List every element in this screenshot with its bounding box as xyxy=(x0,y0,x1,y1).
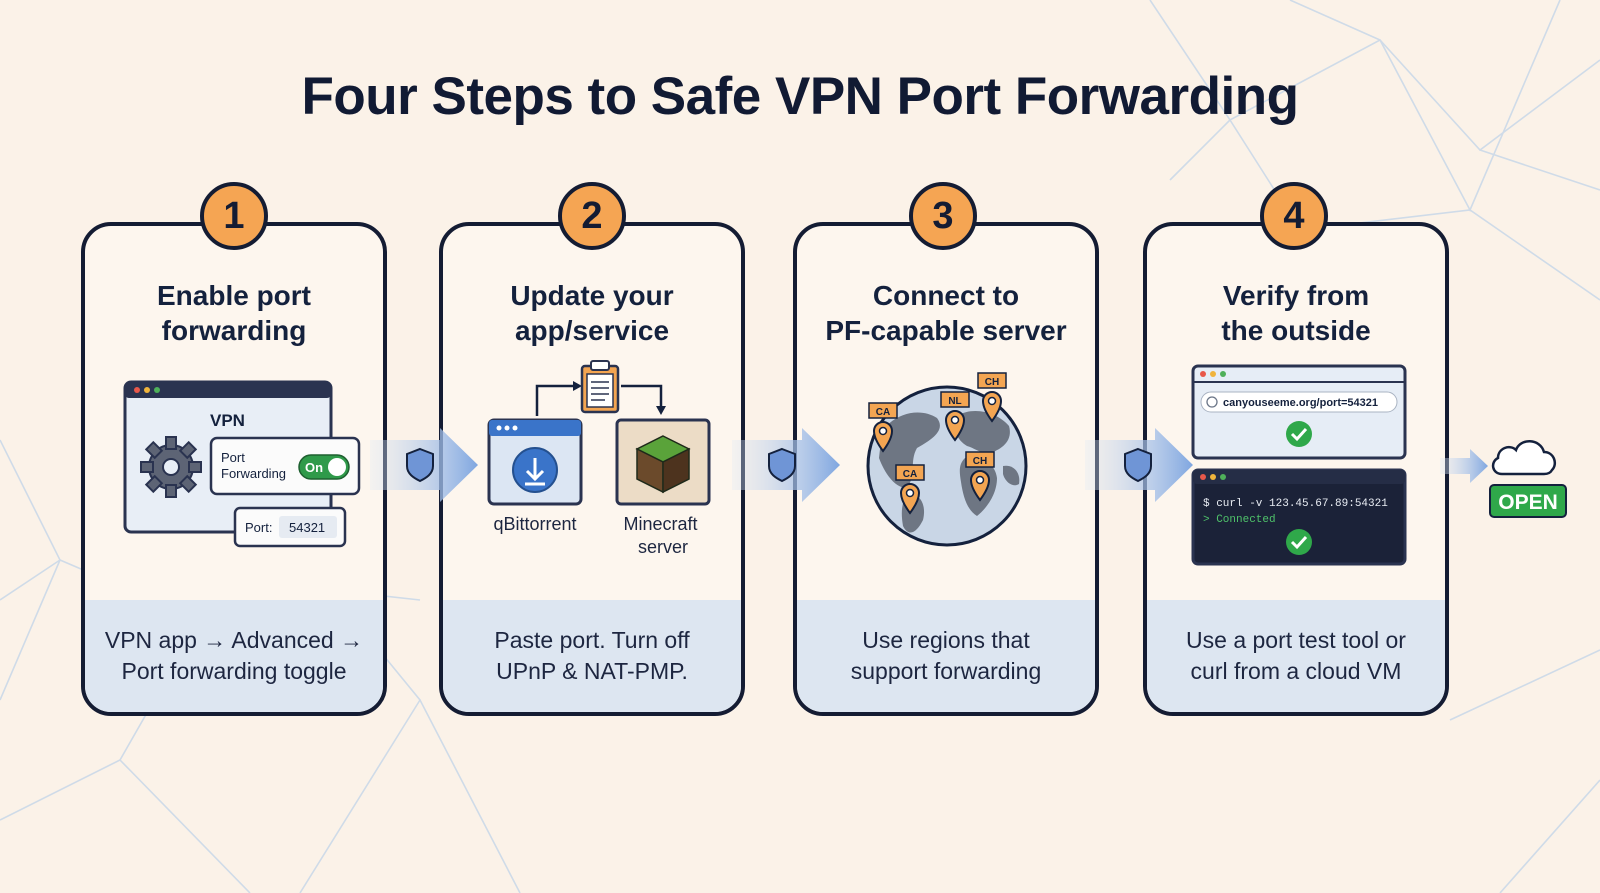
terminal-command: $ curl -v 123.45.67.89:54321 xyxy=(1203,498,1388,510)
map-pin-icon: CH xyxy=(965,451,995,502)
step-4-heading: Verify from the outside xyxy=(1221,280,1371,346)
window-dot-red xyxy=(134,387,140,393)
open-status-badge: OPEN xyxy=(1489,484,1567,518)
cloud-icon xyxy=(1491,440,1556,476)
step-badge-4: 4 xyxy=(1260,182,1328,250)
vpn-window-title: VPN xyxy=(210,411,245,430)
step-card-2: Update your app/service xyxy=(439,222,745,716)
map-pin-icon: CA xyxy=(895,464,925,515)
step-card-3: Connect to PF-capable server CA NL xyxy=(793,222,1099,716)
gear-icon xyxy=(140,436,202,498)
step-4-footer: Use a port test tool or curl from a clou… xyxy=(1147,600,1445,712)
globe-small-icon xyxy=(1206,396,1218,408)
window-dot-yellow xyxy=(144,387,150,393)
step-3-heading: Connect to PF-capable server xyxy=(825,280,1067,346)
page-title: Four Steps to Safe VPN Port Forwarding xyxy=(301,67,1299,126)
port-label: Port: xyxy=(245,520,272,535)
check-icon xyxy=(1286,529,1312,555)
terminal-output: > Connected xyxy=(1203,514,1276,526)
toggle-label: Port Forwarding xyxy=(221,450,286,481)
svg-text:OPEN: OPEN xyxy=(1498,491,1558,514)
arrow-connector-2 xyxy=(732,428,840,502)
step-1-heading: Enable port forwarding xyxy=(156,280,311,346)
terminal-window: $ curl -v 123.45.67.89:54321 > Connected xyxy=(1191,468,1407,566)
step-badge-2: 2 xyxy=(558,182,626,250)
step-badge-3: 3 xyxy=(909,182,977,250)
svg-text:NL: NL xyxy=(948,396,961,407)
port-forwarding-toggle[interactable]: On xyxy=(298,454,350,480)
app-update-illustration: qBittorrent Minecraft server xyxy=(487,360,711,557)
step-2-heading: Update your app/service xyxy=(510,280,674,346)
globe-illustration: CA NL CH CA CH xyxy=(866,372,1028,547)
svg-text:CH: CH xyxy=(973,456,987,467)
map-pin-icon: CH xyxy=(977,372,1007,423)
clipboard-icon xyxy=(580,360,620,414)
step-3-footer: Use regions that support forwarding xyxy=(797,600,1095,712)
map-pin-icon: NL xyxy=(940,391,970,442)
app-name-minecraft: Minecraft server xyxy=(623,514,702,557)
step-card-4: Verify from the outside canyouseeme.org/… xyxy=(1143,222,1449,716)
step-card-1: Enable port forwarding VPN P xyxy=(81,222,387,716)
shield-icon xyxy=(1124,447,1152,483)
browser-window: canyouseeme.org/port=54321 xyxy=(1191,364,1407,460)
map-pin-icon: CA xyxy=(868,402,898,453)
shield-icon xyxy=(768,447,796,483)
arrow-connector-3 xyxy=(1085,428,1193,502)
download-icon xyxy=(512,447,558,493)
qbittorrent-app-icon xyxy=(487,418,583,506)
check-icon xyxy=(1286,421,1312,447)
step-badge-1: 1 xyxy=(200,182,268,250)
svg-text:CA: CA xyxy=(903,469,917,480)
svg-text:CH: CH xyxy=(985,377,999,388)
minecraft-server-icon xyxy=(615,418,711,506)
arrow-connector-1 xyxy=(370,428,478,502)
step-2-footer: Paste port. Turn off UPnP & NAT-PMP. xyxy=(443,600,741,712)
verify-illustration: canyouseeme.org/port=54321 $ curl -v 123… xyxy=(1191,364,1407,566)
app-name-qbittorrent: qBittorrent xyxy=(493,514,576,534)
shield-icon xyxy=(406,447,434,483)
port-value: 54321 xyxy=(289,520,325,535)
step-1-footer: VPN app → Advanced → Port forwarding tog… xyxy=(85,600,383,712)
arrow-to-cloud xyxy=(1440,449,1488,483)
cube-icon xyxy=(635,435,691,494)
svg-text:On: On xyxy=(305,460,323,475)
url-text: canyouseeme.org/port=54321 xyxy=(1223,397,1378,409)
vpn-app-illustration: VPN Port Forwarding On xyxy=(123,380,361,548)
svg-text:CA: CA xyxy=(876,407,890,418)
window-dot-green xyxy=(154,387,160,393)
